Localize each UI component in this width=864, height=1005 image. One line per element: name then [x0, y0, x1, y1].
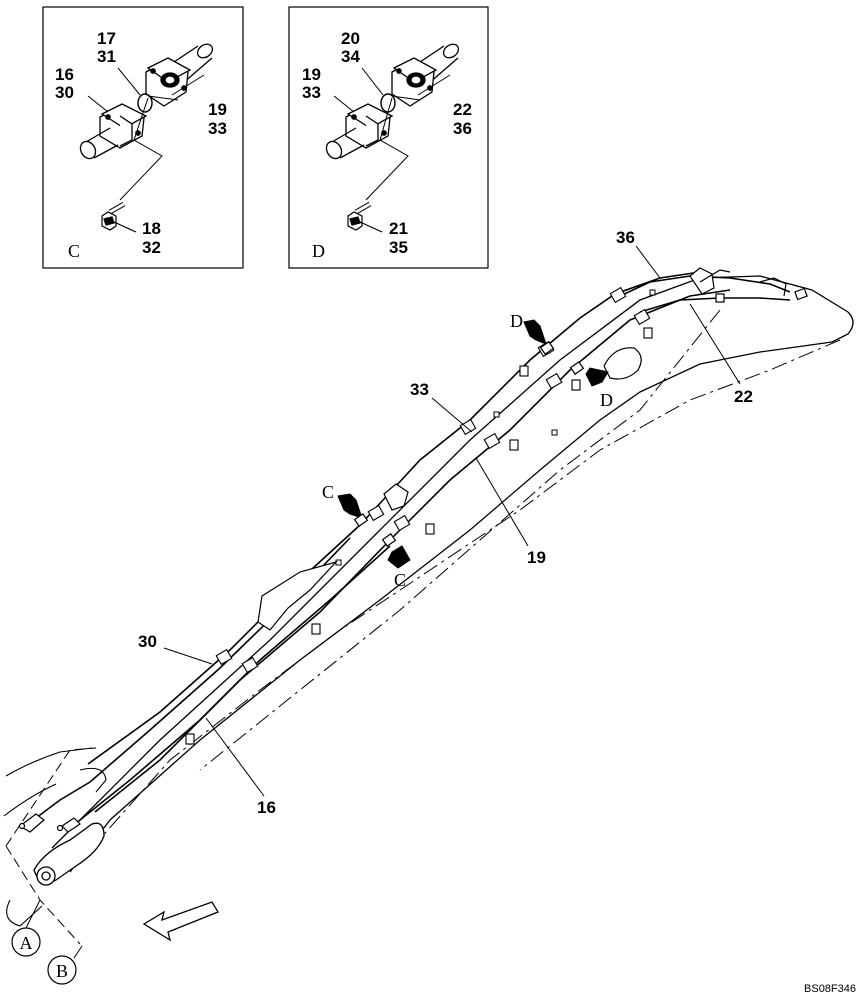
arm-body-dashed-lower: [199, 309, 721, 771]
inset-d-callout-19: 19: [302, 65, 321, 84]
inset-c-callout-30: 30: [55, 83, 74, 102]
inset-d-callout-36: 36: [453, 119, 472, 138]
inset-d-bolt: [347, 201, 383, 233]
view-letter-d-upper: D: [510, 311, 523, 331]
arm-body-lower-edge: [69, 341, 833, 873]
reference-b: B: [47, 945, 83, 985]
reference-a: A: [11, 899, 41, 957]
inset-c-view-letter: C: [68, 241, 80, 261]
arm-body-dashed-underside: [89, 339, 841, 851]
arm-boss-plate: [603, 347, 642, 380]
inset-c-callout-16: 16: [55, 65, 74, 84]
inset-d-callout-20: 20: [341, 29, 360, 48]
inset-d-callout-35: 35: [389, 238, 408, 257]
arm-mid-bracket: [383, 483, 409, 511]
inset-c-frame: [42, 6, 244, 269]
view-letter-c-lower: C: [394, 570, 406, 590]
inset-d-lower-tube: [325, 127, 365, 160]
inset-c-bolt-leaders: [87, 74, 205, 201]
callout-16: 16: [257, 798, 276, 817]
inset-c-o-ring: [137, 93, 153, 113]
inset-d: D 20 34 19 33 22 36 21 35: [288, 6, 489, 269]
arm-assembly: [3, 267, 854, 945]
drawing-code: BS08F346: [804, 983, 856, 995]
inset-d-frame: [288, 6, 489, 269]
view-letter-d-lower: D: [600, 390, 613, 410]
forward-direction-arrow: [142, 901, 219, 942]
view-d-arrow-lower: [585, 367, 609, 387]
inset-d-view-letter: D: [312, 241, 325, 261]
inset-c: C 17 31 16 30 19 33 18 32: [42, 6, 244, 269]
callout-36: 36: [616, 228, 635, 247]
section-couplings: [353, 341, 585, 547]
inset-d-callout-33: 33: [302, 83, 321, 102]
view-c-arrow-upper: [337, 493, 363, 519]
inset-d-callout-22: 22: [453, 100, 472, 119]
inset-c-leader: [117, 67, 141, 96]
inset-c-lower-tube: [79, 127, 119, 160]
inset-c-callout-18: 18: [142, 219, 161, 238]
inset-d-callout-21: 21: [389, 219, 408, 238]
inset-d-o-ring: [380, 93, 396, 113]
arm-bosses: [335, 289, 656, 566]
inset-c-callout-17: 17: [97, 29, 116, 48]
arm-reinforcement-plate: [257, 560, 338, 631]
view-letter-c-upper: C: [322, 482, 334, 502]
callout-33: 33: [410, 380, 429, 399]
inset-c-callout-19: 19: [208, 100, 227, 119]
inset-c-callout-33: 33: [208, 119, 227, 138]
inset-c-callout-31: 31: [97, 47, 116, 66]
pipe-clamps: [185, 286, 653, 745]
rear-fittings: [18, 813, 81, 833]
circle-label-b: B: [56, 961, 68, 981]
inset-c-bolt: [101, 201, 137, 233]
tip-fittings: [689, 267, 808, 303]
inset-d-callout-34: 34: [341, 47, 360, 66]
inset-c-callout-32: 32: [142, 238, 161, 257]
pipe-line-16: [69, 545, 391, 829]
callout-leaders: [163, 245, 741, 797]
inset-c-lower-flange: [99, 103, 148, 149]
view-c-arrow-lower: [387, 545, 411, 569]
callout-22: 22: [734, 387, 753, 406]
callout-30: 30: [138, 632, 157, 651]
pipe-line-22: [639, 297, 791, 313]
arm-body-top-edge: [51, 275, 849, 849]
view-d-arrow-upper: [523, 319, 547, 345]
inset-d-bolt-leaders: [333, 74, 451, 201]
circle-label-a: A: [20, 933, 33, 953]
arm-rear-bracket: [3, 747, 107, 927]
callout-19: 19: [527, 548, 546, 567]
arm-body-tip: [831, 311, 854, 343]
inset-d-upper-flange: [391, 57, 438, 107]
inset-c-upper-flange: [145, 57, 192, 107]
inset-d-leader: [361, 67, 384, 96]
arm-foot: [33, 822, 105, 886]
pipe-line-33: [87, 271, 701, 765]
inset-d-lower-flange: [345, 103, 394, 149]
